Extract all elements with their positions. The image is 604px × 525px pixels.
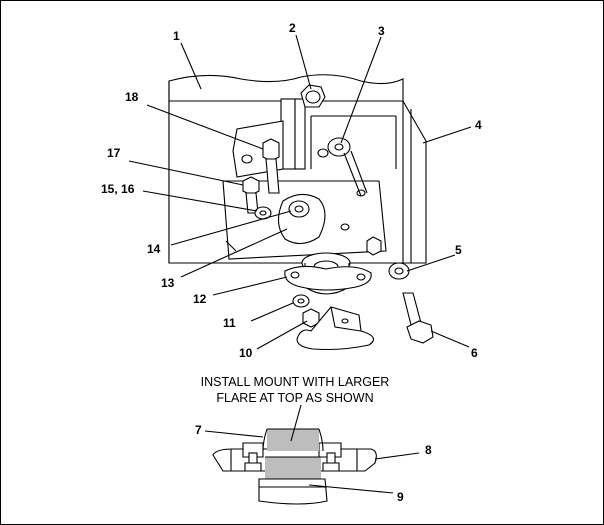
callout-3: 3 [378,24,385,38]
callout-labels: 1 2 3 4 5 6 7 8 9 10 11 12 13 14 15, 16 … [101,21,482,504]
bolt-17 [242,176,260,214]
bolt-shank-upper-edge [350,150,368,194]
leader-lines [128,34,472,494]
nut-2 [300,84,326,108]
corner-nut [366,236,382,256]
callout-18: 18 [125,90,139,104]
callout-10: 10 [239,346,253,360]
callout-5: 5 [455,243,462,257]
callout-2: 2 [289,21,296,35]
washer-3 [327,137,351,157]
bolt-18 [262,138,280,194]
washer-14 [288,200,310,218]
callout-13: 13 [161,276,175,290]
callout-1: 1 [173,29,180,43]
washer-15-16 [254,206,272,220]
callout-11: 11 [223,316,236,330]
note-line-2: FLARE AT TOP AS SHOWN [216,391,373,405]
callout-6: 6 [471,346,478,360]
callout-4: 4 [475,118,482,132]
bolt-shank-upper [343,152,362,197]
callout-8: 8 [425,443,432,457]
engine-pad [296,306,375,351]
installation-note: INSTALL MOUNT WITH LARGER FLARE AT TOP A… [201,375,390,405]
bolt-6 [402,292,434,344]
washer-11 [292,294,310,308]
callout-17: 17 [107,146,121,160]
retainer-12 [284,265,372,291]
callout-14: 14 [147,242,161,256]
callout-9: 9 [397,490,404,504]
note-line-1: INSTALL MOUNT WITH LARGER [201,375,390,389]
detail-view [212,428,377,505]
washer-5 [388,262,410,280]
callout-12: 12 [193,292,207,306]
callout-15-16: 15, 16 [101,182,135,196]
callout-7: 7 [195,423,202,437]
